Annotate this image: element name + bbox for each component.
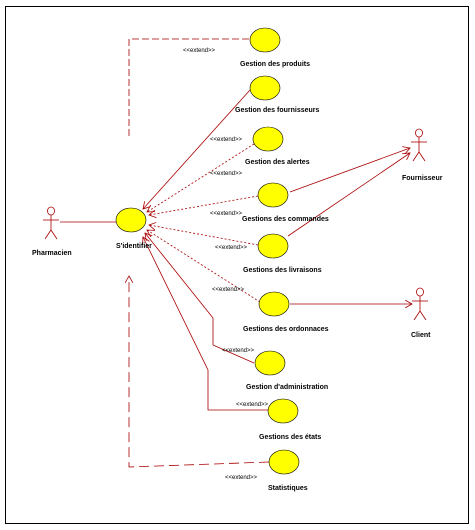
use-case-statistiques[interactable] bbox=[268, 449, 300, 475]
extend-line-statistiques bbox=[129, 276, 270, 468]
use-case-etats[interactable] bbox=[267, 398, 299, 424]
use-case-label-statistiques: Statistiques bbox=[268, 485, 308, 492]
extend-line-fournisseurs bbox=[143, 89, 251, 209]
extend-line-alertes bbox=[147, 143, 255, 212]
stereotype-alertes: <<extend>> bbox=[210, 137, 243, 143]
stereotype-produits: <<extend>> bbox=[183, 48, 216, 54]
stereotype-administration: <<extend>> bbox=[222, 348, 255, 354]
use-case-identifier[interactable] bbox=[115, 207, 147, 233]
use-case-produits[interactable] bbox=[249, 27, 281, 53]
use-case-administration[interactable] bbox=[254, 350, 286, 376]
stereotype-statistiques: <<extend>> bbox=[225, 475, 258, 481]
use-case-label-produits: Gestion des produits bbox=[240, 61, 310, 68]
use-case-commandes[interactable] bbox=[257, 182, 289, 208]
use-case-label-commandes: Gestions des commandes bbox=[242, 216, 329, 223]
association-fournisseur-commandes bbox=[289, 148, 410, 193]
actor-pharmacien bbox=[43, 206, 59, 240]
use-case-label-alertes: Gestion des alertes bbox=[245, 159, 310, 166]
use-case-label-livraisons: Gestions des livraisons bbox=[243, 267, 322, 274]
use-case-alertes[interactable] bbox=[252, 126, 284, 152]
extend-line-produits bbox=[128, 38, 249, 139]
actor-head bbox=[415, 128, 423, 138]
extend-line-administration bbox=[145, 233, 255, 364]
extend-line-commandes bbox=[149, 195, 259, 215]
diagram-frame bbox=[5, 6, 469, 524]
use-case-fournisseurs[interactable] bbox=[249, 75, 281, 101]
use-case-label-etats: Gestions des états bbox=[259, 434, 321, 441]
actor-head bbox=[47, 206, 55, 216]
use-case-label-identifier: S'identifier bbox=[116, 243, 152, 250]
stereotype-commandes-2: <<extend>> bbox=[210, 211, 243, 217]
connectors bbox=[60, 38, 412, 468]
actor-label-fournisseur: Fournisseur bbox=[402, 175, 443, 182]
stereotype-ordonnaces: <<extend>> bbox=[212, 287, 245, 293]
actor-head bbox=[416, 287, 424, 297]
actor-fournisseur bbox=[411, 128, 427, 162]
actor-label-client: Client bbox=[411, 332, 431, 339]
extend-line-etats bbox=[143, 237, 269, 411]
stereotype-etats: <<extend>> bbox=[236, 402, 269, 408]
actor-client bbox=[412, 287, 428, 321]
association-fournisseur-livraisons bbox=[287, 153, 410, 237]
use-case-label-administration: Gestion d'administration bbox=[246, 384, 328, 391]
use-case-label-fournisseurs: Gestion des fournisseurs bbox=[235, 107, 320, 114]
stereotype-labels: <<extend>> <<extend>> <<extend>> <<exten… bbox=[183, 48, 269, 481]
use-case-ordonnaces[interactable] bbox=[258, 291, 290, 317]
actor-label-pharmacien: Pharmacien bbox=[32, 250, 72, 257]
stereotype-livraisons: <<extend>> bbox=[215, 245, 248, 251]
use-case-livraisons[interactable] bbox=[257, 233, 289, 259]
extend-line-livraisons bbox=[149, 225, 259, 246]
use-case-label-ordonnaces: Gestions des ordonnaces bbox=[243, 326, 329, 333]
stereotype-commandes-1: <<extend>> bbox=[210, 171, 243, 177]
